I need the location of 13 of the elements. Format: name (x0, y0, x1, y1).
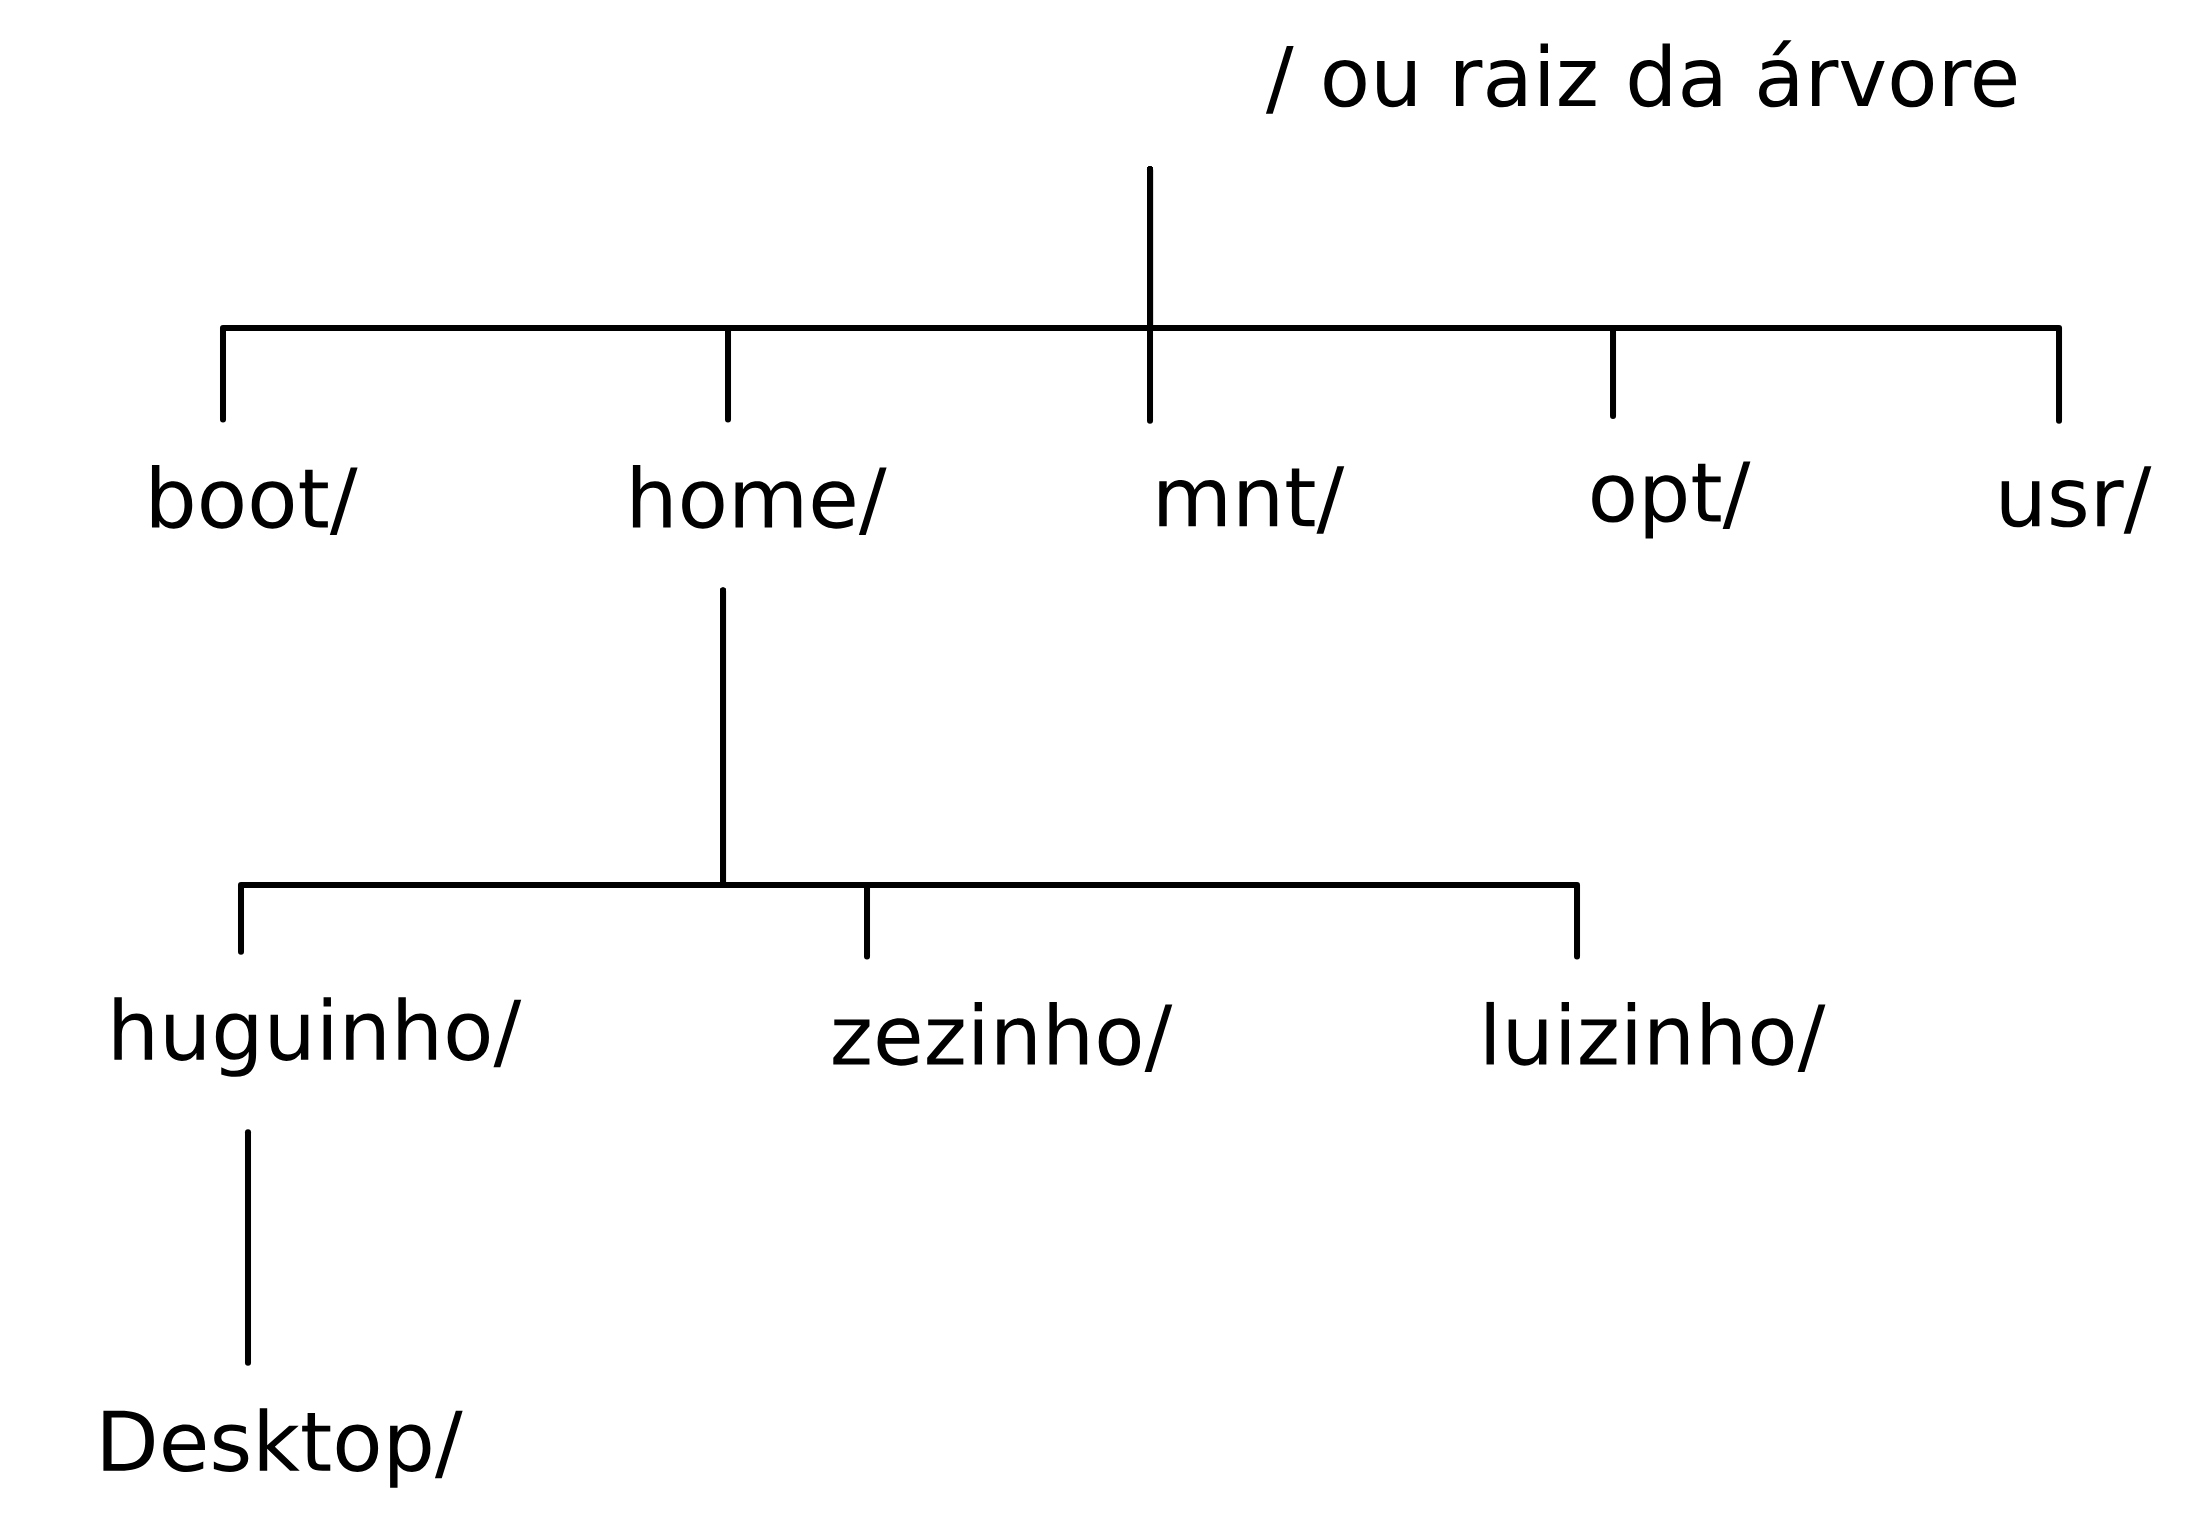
folder-label: huguinho/ (114, 997, 522, 1077)
tree-line (1147, 166, 2063, 424)
tree-line (245, 1129, 251, 1366)
folder-label: boot/ (151, 464, 358, 536)
folder-label: luizinho/ (1486, 1001, 1826, 1073)
folder-label: zezinho/ (833, 1001, 1173, 1073)
folder-label: opt/ (1592, 461, 1751, 539)
folder-label: mnt/ (1159, 466, 1345, 534)
tree-line (720, 587, 1581, 960)
folder-label: Desktop/ (103, 1408, 463, 1488)
folder-label: usr/ (2001, 466, 2152, 534)
folder-label: home/ (632, 464, 887, 536)
folder-label: / ou raiz da árvore (1265, 40, 2016, 114)
